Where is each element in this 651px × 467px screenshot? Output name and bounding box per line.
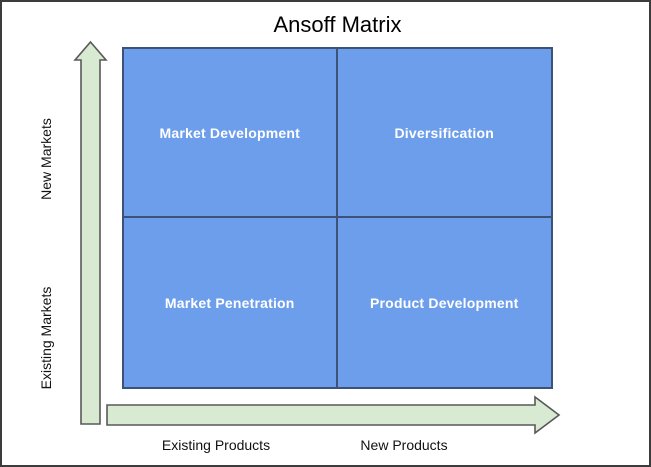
x-axis-label-new-products: New Products <box>360 437 448 453</box>
quadrant-market-penetration: Market Penetration <box>124 218 338 387</box>
y-axis-label-existing-markets: Existing Markets <box>38 286 54 390</box>
quadrant-diversification: Diversification <box>337 49 551 218</box>
quadrant-label: Diversification <box>394 124 494 141</box>
y-axis-label-new-markets: New Markets <box>38 118 54 200</box>
x-axis-arrow-icon <box>106 395 561 435</box>
quadrant-label: Product Development <box>370 294 519 311</box>
ansoff-matrix-grid: Market Development Diversification Marke… <box>122 47 553 389</box>
quadrant-product-development: Product Development <box>337 218 551 387</box>
quadrant-label: Market Penetration <box>164 294 295 311</box>
y-axis-arrow-icon <box>73 40 108 425</box>
x-axis-label-existing-products: Existing Products <box>161 437 271 453</box>
quadrant-market-development: Market Development <box>124 49 338 218</box>
quadrant-label: Market Development <box>159 124 301 141</box>
page-title: Ansoff Matrix <box>273 12 402 37</box>
